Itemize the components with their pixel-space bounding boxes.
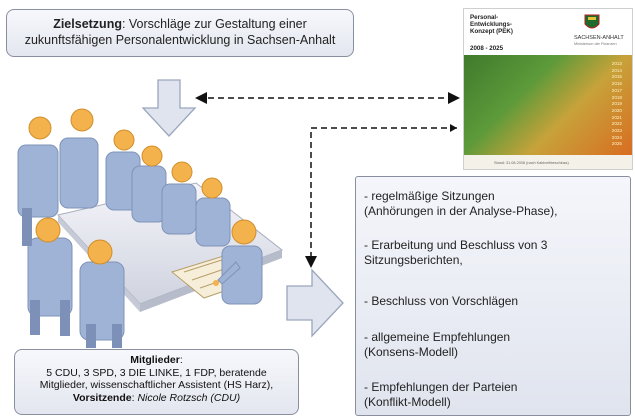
cover-title-3: Konzept (PEK)	[470, 28, 513, 35]
meeting-illustration	[17, 108, 284, 348]
cover-year: 2022	[611, 121, 622, 127]
list-item-line-2: (Konsens-Modell)	[364, 345, 459, 359]
list-item: - Erarbeitung und Beschluss von 3 Sitzun…	[364, 238, 626, 268]
members-colon: :	[179, 354, 183, 366]
members-line-1: 5 CDU, 3 SPD, 3 DIE LINKE, 1 FDP, berate…	[46, 366, 267, 379]
cover-caption: Stand: 31.08.2008 (nach Kabinettbeschlus…	[494, 161, 569, 165]
cover-title-1: Personal-	[470, 14, 499, 21]
list-item: - Beschluss von Vorschlägen	[364, 294, 626, 309]
cover-ministry: Ministerium der Finanzen	[574, 42, 617, 46]
members-line-2: Mitglieder, wissenschaftlicher Assistent…	[39, 379, 274, 391]
chair-name: Nicole Rotzsch (CDU)	[137, 391, 241, 404]
coat-of-arms-icon	[584, 14, 600, 29]
goal-text-2: zukunftsfähigen Personalentwicklung in S…	[24, 33, 336, 47]
cover-year: 2018	[611, 94, 622, 100]
list-item-line-1: - Erarbeitung und Beschluss von 3	[364, 238, 548, 252]
cover-year: 2025	[611, 141, 622, 147]
activities-list: - regelmäßige Sitzungen (Anhörungen in d…	[355, 176, 631, 416]
cover-title-2: Entwicklungs-	[470, 21, 512, 28]
cover-period: 2008 - 2025	[470, 45, 504, 52]
pek-document-cover: Personal- Entwicklungs- Konzept (PEK) 20…	[463, 8, 633, 170]
cover-year: 2023	[611, 128, 622, 134]
list-item: - regelmäßige Sitzungen (Anhörungen in d…	[364, 189, 626, 219]
cover-year: 2020	[611, 107, 622, 113]
members-label: Mitglieder	[130, 354, 180, 366]
cover-year: 2014	[611, 67, 622, 73]
cover-year: 2017	[611, 87, 622, 93]
cover-year: 2024	[611, 134, 622, 140]
goal-label: Zielsetzung	[53, 17, 122, 31]
cover-year: 2021	[611, 114, 622, 120]
list-item-line-1: - Beschluss von Vorschlägen	[364, 294, 519, 308]
list-item: - Empfehlungen der Parteien (Konflikt-Mo…	[364, 380, 626, 410]
cover-brand: SACHSEN-ANHALT	[574, 35, 624, 41]
right-arrow	[286, 268, 344, 338]
cover-image	[464, 55, 632, 159]
list-item-line-1: - Empfehlungen der Parteien	[364, 380, 518, 394]
dashed-elbow-arrow	[305, 127, 457, 268]
down-arrow	[141, 79, 197, 137]
cover-year: 2015	[611, 74, 622, 80]
cover-year: 2016	[611, 81, 622, 87]
cover-year: 2013	[611, 61, 622, 66]
goal-text-1: : Vorschläge zur Gestaltung einer	[121, 17, 307, 31]
list-item-line-1: - allgemeine Empfehlungen	[364, 330, 511, 344]
chair-label: Vorsitzende	[72, 391, 132, 404]
list-item-line-1: - regelmäßige Sitzungen	[364, 189, 495, 203]
list-item: - allgemeine Empfehlungen (Konsens-Model…	[364, 330, 626, 360]
goal-box: Zielsetzung: Vorschläge zur Gestaltung e…	[6, 9, 354, 57]
list-item-line-2: (Konflikt-Modell)	[364, 395, 451, 409]
chair-colon: :	[131, 391, 138, 404]
cover-year: 2019	[611, 101, 622, 107]
members-box: Mitglieder: 5 CDU, 3 SPD, 3 DIE LINKE, 1…	[14, 349, 299, 415]
list-item-line-2: (Anhörungen in der Analyse-Phase),	[364, 204, 558, 218]
list-item-line-2: Sitzungsberichten,	[364, 253, 463, 267]
